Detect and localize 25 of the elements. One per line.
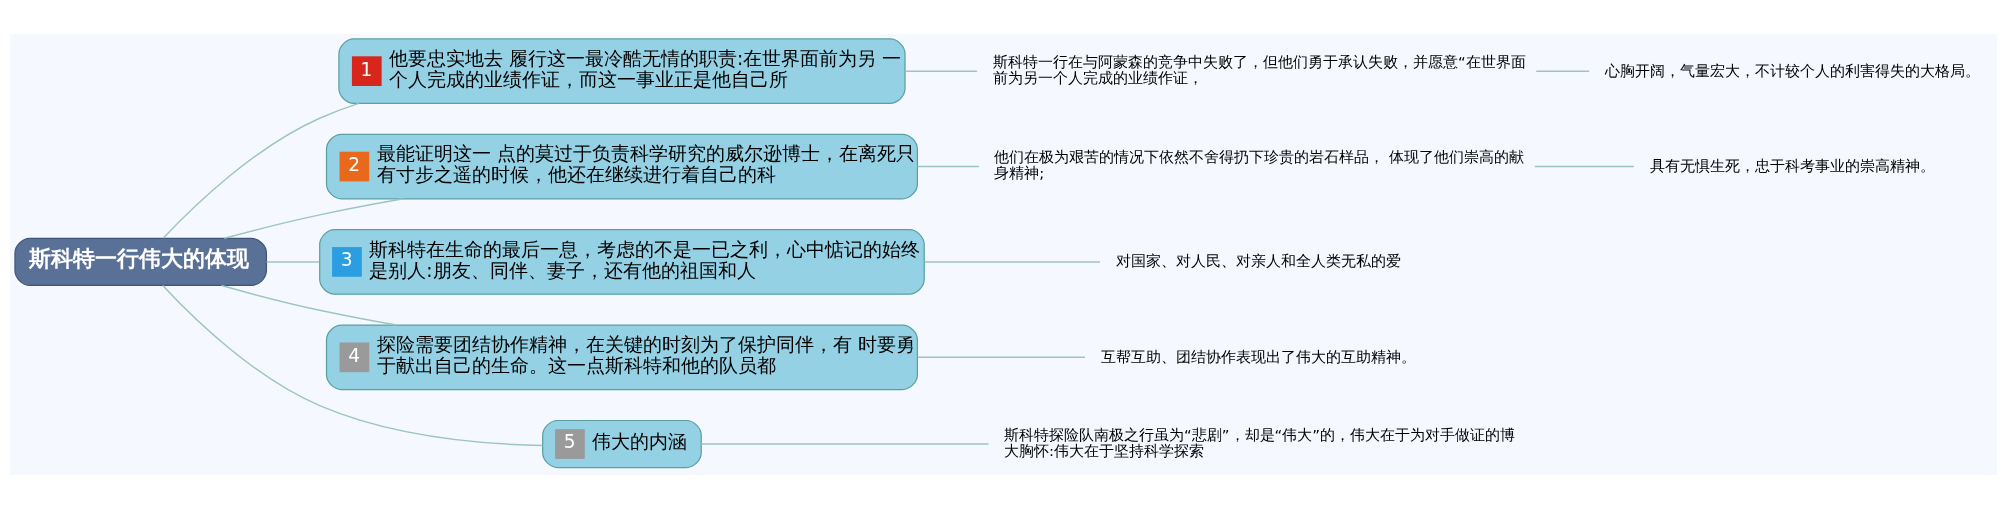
connector — [916, 356, 1086, 358]
node-text: 心胸开阔，气量宏大，不计较个人的利害得失的大格局。 — [1604, 61, 1980, 80]
node-text: 他们在极为艰苦的情况下依然不舍得扔下珍贵的岩石样品， 体现了他们崇高的献身精神; — [994, 147, 1524, 182]
connector — [923, 260, 1101, 263]
connector — [916, 165, 980, 167]
connector — [265, 260, 320, 263]
connector — [1535, 69, 1590, 72]
connector — [220, 284, 398, 326]
node-text: 互帮互助、团结协作表现出了伟大的互助精神。 — [1100, 347, 1416, 366]
node-box: 3 斯科特在生命的最后一息，考虑的不是一已之利，心中惦记的始终是别人:朋友、同伴、妻子，还有他的祖国和人 — [319, 228, 925, 295]
connector — [162, 284, 544, 446]
node-text: 斯科特探险队南极之行虽为“悲剧”，却是“伟大”的，伟大在于为对手做证的博大胸怀:伟大在于坚持科学探索 — [1004, 425, 1515, 460]
node-box: 4 探险需要团结协作精神，在关键的时刻为了保护同伴，有 时要勇于献出自己的生命。这一点斯科特和他的队员都 — [325, 324, 919, 390]
connector — [700, 442, 990, 445]
connector — [223, 197, 404, 239]
connector — [1533, 165, 1635, 167]
node-text: 斯科特一行在与阿蒙森的竞争中失败了，但他们勇于承认失败，并愿意“在世界面前为另一个人完成的业绩作证， — [992, 52, 1526, 87]
node-box: 5 伟大的内涵 — [542, 419, 702, 468]
connector — [162, 102, 360, 239]
node-box: 2 最能证明这一 点的莫过于负责科学研究的威尔逊博士，在离死只有寸步之遥的时候，他还在继续进行着自己的科 — [325, 133, 919, 199]
node-text: 对国家、对人民、对亲人和全人类无私的爱 — [1115, 251, 1401, 270]
node-text: 具有无惧生死，忠于科考事业的崇高精神。 — [1649, 156, 1935, 175]
connector — [904, 69, 978, 72]
node-box: 斯科特一行伟大的体现 — [14, 237, 268, 286]
node-box: 1 他要忠实地去 履行这一最冷酷无情的职责:在世界面前为另 一个人完成的业绩作证，而这一事业正是他自己所 — [338, 37, 906, 104]
